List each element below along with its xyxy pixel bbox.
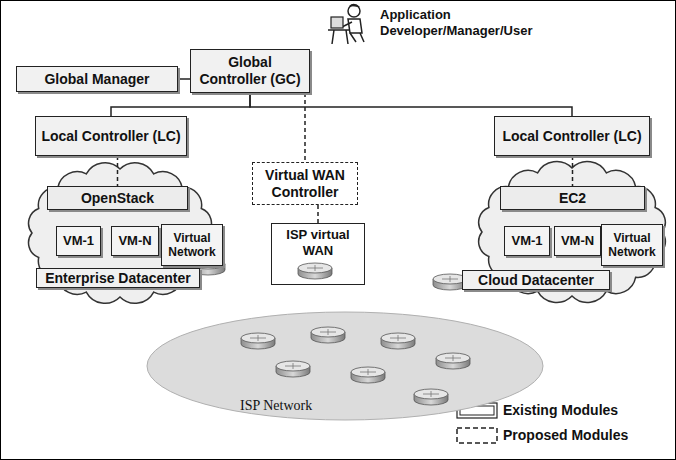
dashed-connector [117, 156, 119, 186]
vm-box: VM-N [554, 226, 601, 256]
vm-box: VM-1 [56, 226, 101, 256]
dashed-connector [317, 205, 319, 223]
node-text: Local Controller (LC) [38, 128, 183, 145]
dashed-connector [304, 93, 306, 162]
isp-cloud: ISP Network [145, 310, 545, 422]
node-text: VM-1 [60, 233, 97, 249]
datacenter-box: Cloud Datacenter [462, 270, 610, 291]
user-icon [328, 4, 364, 44]
router-icon [241, 333, 275, 349]
node-text: Cloud Datacenter [475, 272, 597, 289]
network-box: Virtual Network [601, 224, 662, 266]
node-text: OpenStack [78, 190, 157, 207]
virtual-wan-box: ISP virtual WAN [271, 223, 365, 285]
node-text: Global Manager [41, 71, 152, 88]
node-text: Enterprise Datacenter [42, 270, 194, 287]
vm-box: VM-1 [504, 226, 549, 256]
node-text: VM-N [115, 233, 154, 249]
platform-band: OpenStack [47, 186, 188, 210]
router-icon [311, 327, 345, 343]
node-text: Virtual Network [602, 231, 661, 260]
connector-line [250, 93, 572, 116]
node-text: Virtual WAN Controller [253, 167, 357, 201]
node-text: Local Controller (LC) [499, 128, 644, 145]
controller-box: Local Controller (LC) [35, 116, 187, 156]
isp-ellipse [145, 310, 545, 422]
controller-box: Global Controller (GC) [190, 49, 310, 93]
node-text: ISP virtual WAN [272, 227, 364, 258]
wan-controller-box: Virtual WAN Controller [252, 162, 358, 205]
manager-box: Global Manager [16, 66, 178, 92]
node-text: Virtual Network [162, 231, 221, 260]
dashed-connector [572, 156, 574, 186]
node-text: VM-1 [508, 233, 545, 249]
router-icon [381, 333, 415, 349]
legend-text: Existing Modules [503, 402, 618, 418]
router-icon [414, 389, 448, 405]
vm-box: VM-N [111, 226, 158, 256]
platform-band: EC2 [500, 186, 645, 210]
router-icon [351, 367, 385, 383]
network-box: Virtual Network [161, 224, 222, 266]
node-text: VM-N [558, 233, 597, 249]
node-text: Global Controller (GC) [191, 54, 309, 88]
datacenter-box: Enterprise Datacenter [36, 268, 200, 289]
node-text: ISP Network [240, 398, 312, 415]
node-text: EC2 [556, 190, 589, 207]
router-icon [276, 361, 310, 377]
controller-box: Local Controller (LC) [494, 116, 650, 156]
legend-text: Proposed Modules [503, 427, 628, 443]
cloud-shapes [29, 162, 666, 304]
actor-label: Application Developer/Manager/User [380, 7, 550, 38]
connector-line [111, 93, 250, 116]
connector-line [178, 78, 190, 80]
router-icon [436, 353, 470, 369]
